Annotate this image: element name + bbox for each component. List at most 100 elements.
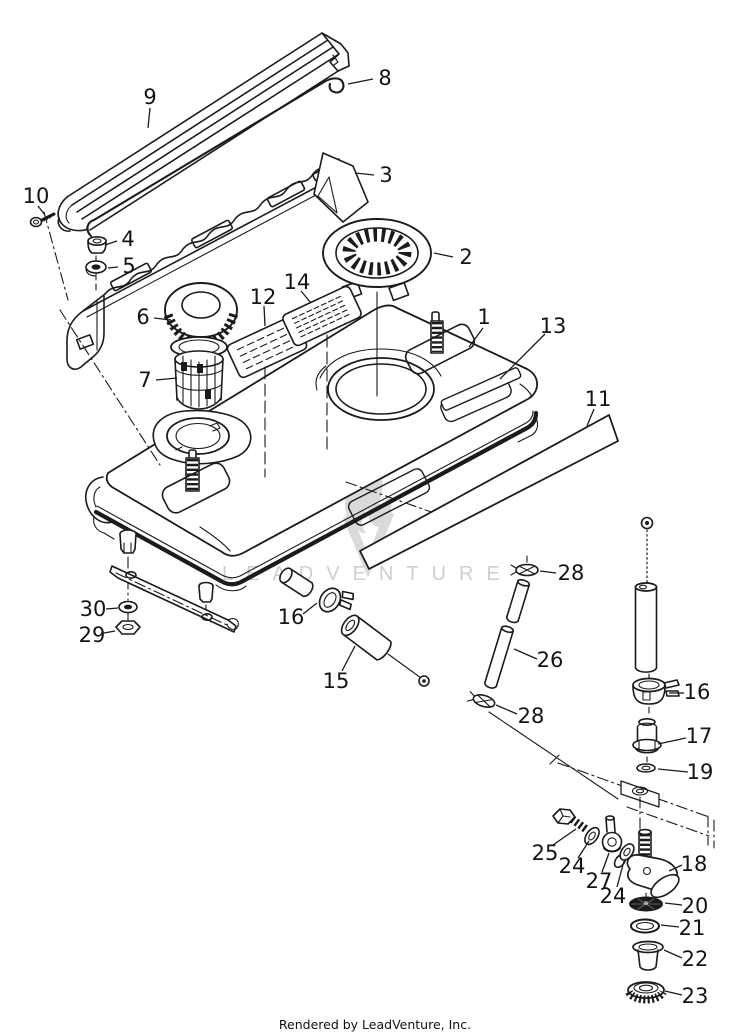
callout-leader-7 [155,377,178,381]
callout-28[interactable]: 28 [558,561,585,585]
callout-leader-19 [657,768,689,773]
callout-4[interactable]: 4 [121,227,134,251]
callout-18[interactable]: 18 [681,852,708,876]
callout-leader-13 [499,333,546,380]
part-29-nut [115,620,141,635]
callout-14[interactable]: 14 [284,270,311,294]
tank-mount-hardware [109,529,239,635]
callout-leader-1 [468,327,484,348]
callout-leader-25 [552,828,577,846]
callout-leader-28 [539,570,557,574]
placement-axes [59,291,378,478]
part-24-washer [619,843,635,861]
fuel-outlet-left [279,567,430,687]
callout-leader-10 [37,205,46,216]
part-16-clamp [318,587,355,613]
mount-stud [119,529,137,554]
tank-spigot [279,567,314,598]
callout-13[interactable]: 13 [540,314,567,338]
callout-9[interactable]: 9 [143,85,156,109]
part-28-clamp [466,690,496,708]
callout-22[interactable]: 22 [682,947,709,971]
callout-27[interactable]: 27 [586,869,613,893]
callout-17[interactable]: 17 [686,724,713,748]
shield-slot [266,180,306,208]
callout-10[interactable]: 10 [23,184,50,208]
callout-16[interactable]: 16 [278,605,305,629]
callout-20[interactable]: 20 [682,894,709,918]
callout-3[interactable]: 3 [379,163,392,187]
part-20-screen [629,896,663,912]
part-7-strainer [170,336,228,421]
mount-stud [198,581,214,603]
callout-leader-2 [433,252,454,258]
callout-leader-18 [668,864,683,872]
callout-23[interactable]: 23 [682,984,709,1008]
part-21-gasket [630,918,660,934]
part-25-bolt [552,808,590,834]
callout-19[interactable]: 19 [687,760,714,784]
callout-24[interactable]: 24 [559,854,586,878]
callout-6[interactable]: 6 [136,305,149,329]
tank-opening [327,357,435,421]
part-2-vent-cap [322,218,432,302]
callout-5[interactable]: 5 [122,254,135,278]
part-17-fitting [632,717,662,754]
callout-26[interactable]: 26 [537,648,564,672]
callout-2[interactable]: 2 [459,245,472,269]
callout-7[interactable]: 7 [138,368,151,392]
callout-16[interactable]: 16 [684,680,711,704]
tank-stud-front [161,449,231,514]
callout-8[interactable]: 8 [378,66,391,90]
callout-layer: 9 8 10 3 4 5 2 14 12 6 1 13 7 11 28 30 16 29 26 15 28 16 17 19 2… [23,66,714,1008]
callout-leader-8 [347,78,374,85]
callout-leader-14 [300,290,312,304]
callout-leader-5 [107,266,119,269]
part-1-fuel-tank [85,304,539,592]
part-3-heat-shield [66,152,369,370]
callout-leader-29 [103,630,116,634]
standpipe-tube [634,582,658,673]
callout-30[interactable]: 30 [80,597,107,621]
callout-leader-15 [341,645,356,672]
callout-leader-27 [601,852,610,873]
shield-slot [110,262,152,292]
part-5-washer [85,260,107,277]
part-6-fuel-cap [163,282,239,348]
callout-leader-28 [495,704,518,715]
part-23-ring-nut [625,981,667,1004]
part-28-clamp [510,563,539,577]
callout-11[interactable]: 11 [585,387,612,411]
fuel-hose-26-assembly [466,555,619,800]
part-9-channel-bracket [57,32,350,232]
assembly-axis-left [43,211,69,301]
callout-15[interactable]: 15 [323,669,350,693]
callout-leader-9 [147,107,151,129]
callout-28[interactable]: 28 [518,704,545,728]
hose-upper-segment [505,578,531,624]
part-27-eyelet [601,815,623,853]
callout-29[interactable]: 29 [79,623,106,647]
callout-leader-21 [660,924,680,928]
part-18-fuel-valve [613,828,680,899]
part-11-strip [359,414,619,570]
callout-leader-22 [663,949,683,959]
callout-24[interactable]: 24 [600,884,627,908]
callout-leader-23 [664,990,683,996]
callout-leader-16 [302,602,318,615]
callout-25[interactable]: 25 [532,841,559,865]
part-8-retainer-wire [86,77,345,238]
callout-21[interactable]: 21 [679,916,706,940]
petcock-assembly [552,516,715,1004]
callout-12[interactable]: 12 [250,285,277,309]
callout-leader-30 [105,607,119,610]
callout-leader-17 [657,737,687,745]
part-19-washer [636,763,656,773]
callout-leader-3 [354,172,375,176]
callout-leader-12 [263,305,266,327]
callout-1[interactable]: 1 [477,305,490,329]
part-15-hose [340,614,392,661]
callout-leader-24 [616,860,625,888]
